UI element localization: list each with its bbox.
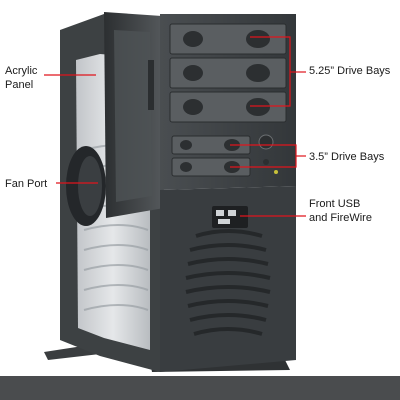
led-indicator (274, 170, 278, 174)
callout-525-drive-bays: 5.25” Drive Bays (309, 65, 391, 77)
drive-bays-525 (169, 23, 287, 123)
callout-lines (44, 36, 306, 217)
callout-fan-port: Fan Port (5, 178, 48, 190)
front-bezel-bottom (160, 186, 296, 372)
callout-acrylic-panel: Acrylic Panel (5, 65, 38, 91)
front-ports (212, 206, 248, 228)
callout-front-usb: Front USB and FireWire (309, 198, 372, 224)
callout-35-drive-bays: 3.5” Drive Bays (309, 151, 385, 163)
reset-button (263, 159, 269, 165)
power-button (258, 134, 274, 150)
floor-strip (0, 376, 400, 400)
front-vents (185, 229, 271, 336)
